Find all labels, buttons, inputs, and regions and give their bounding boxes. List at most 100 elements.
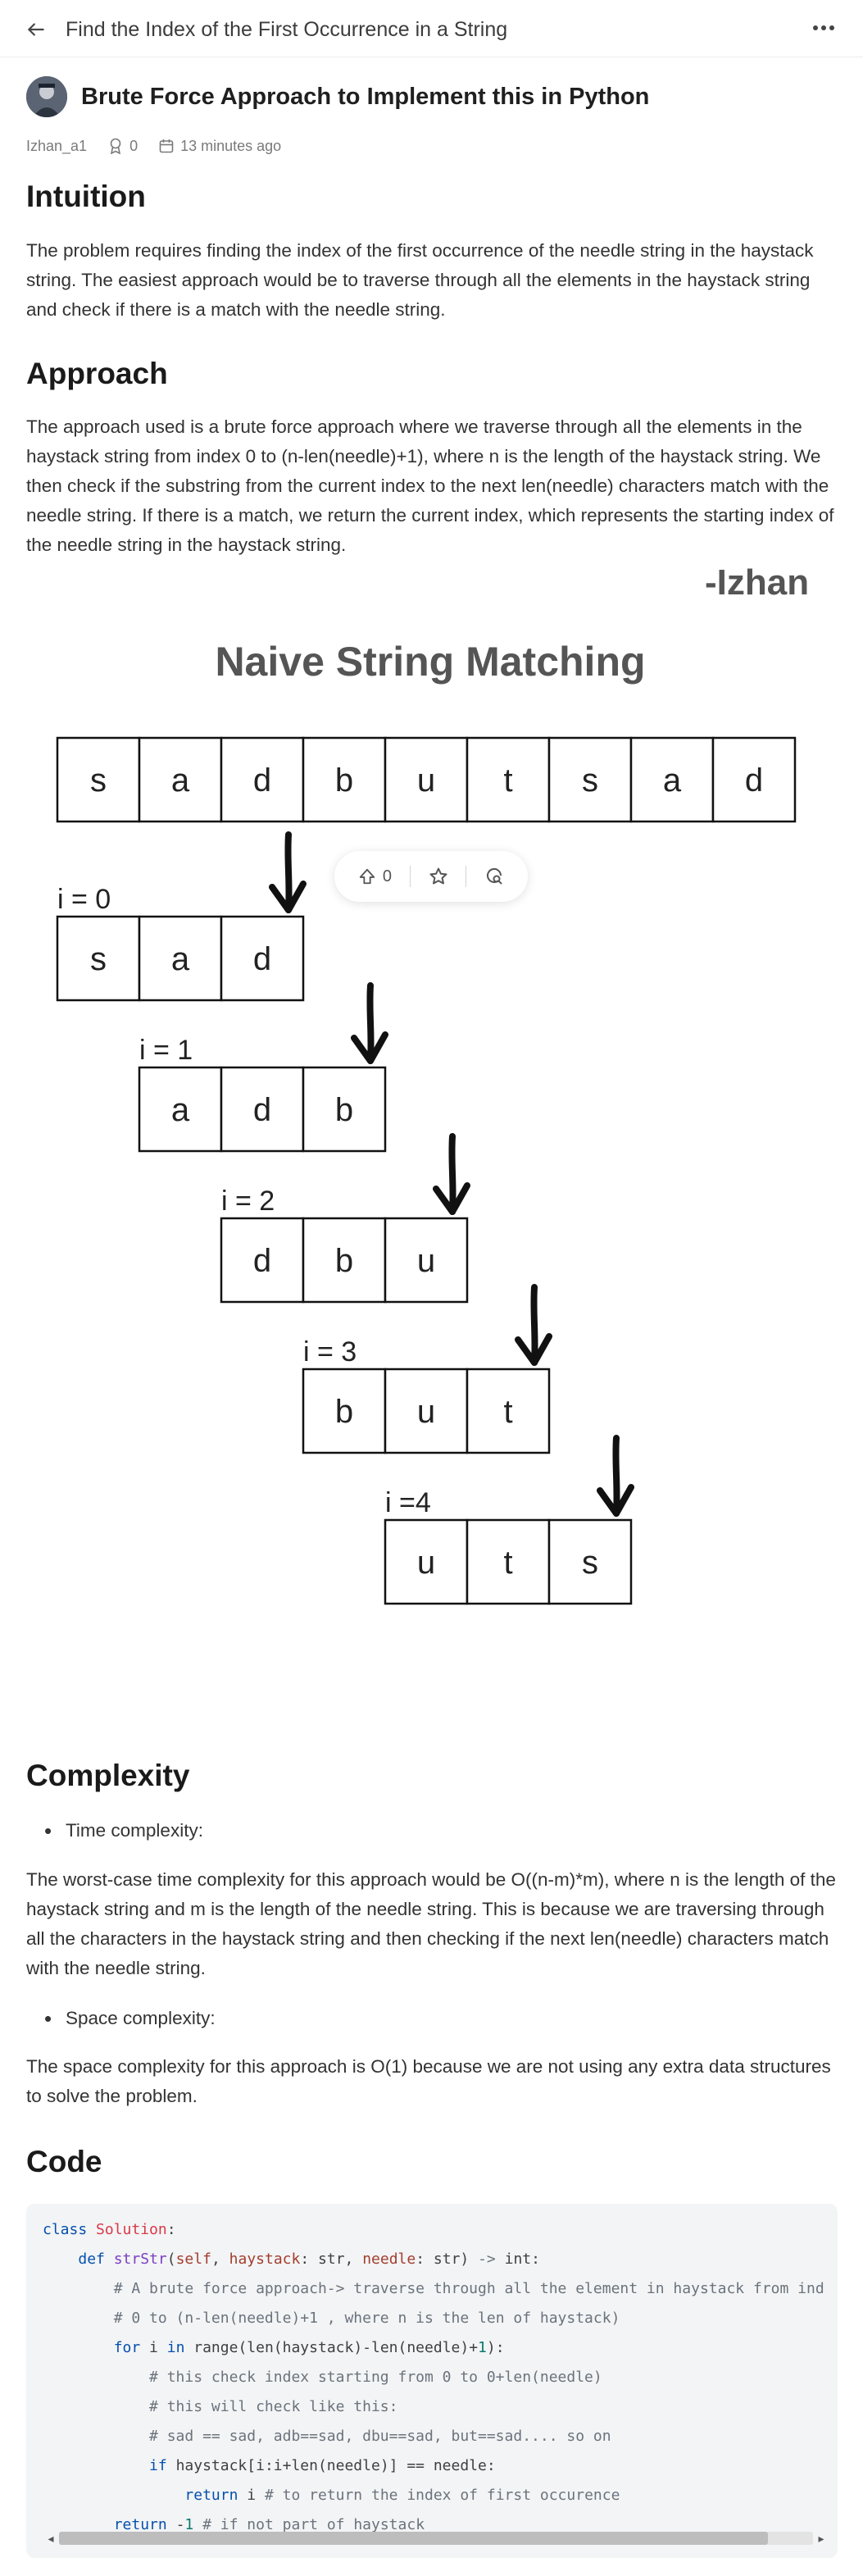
window-2-cell-1-box [302, 1217, 387, 1304]
post-meta: Izhan_a1 0 13 minutes ago [26, 136, 281, 156]
upvote-count: 0 [382, 867, 392, 885]
post-title: Brute Force Approach to Implement this i… [81, 84, 650, 110]
window-4-cell-0-box [384, 1518, 469, 1605]
window-3-cell-2-char: t [503, 1394, 512, 1430]
approach-heading: Approach [26, 357, 168, 390]
window-3-cell-0-char: b [335, 1394, 353, 1430]
haystack-cell-8-box [711, 736, 797, 823]
window-2-cell-0-char: d [253, 1243, 271, 1279]
comment-search-icon [487, 868, 502, 885]
window-4-cell-2-box [547, 1518, 633, 1605]
favorite-button[interactable] [429, 867, 448, 886]
more-horizontal-icon [813, 25, 834, 30]
haystack-cell-7-char: a [663, 762, 682, 799]
code-content: class Solution: def strStr(self, haystac… [43, 2221, 824, 2533]
approach-text: The approach used is a brute force appro… [26, 416, 834, 555]
haystack-cell-6-box [547, 736, 633, 823]
haystack-cell-4-char: u [417, 762, 435, 799]
time-complexity-label: Time complexity: [44, 1816, 203, 1846]
window-label-4: i =4 [385, 1487, 431, 1518]
window-2-cell-2-box [384, 1217, 469, 1304]
window-3-cell-1-box [384, 1368, 469, 1454]
scroll-left-arrow-icon[interactable]: ◂ [48, 2531, 54, 2545]
window-0-cell-1-char: a [171, 941, 190, 977]
complexity-heading: Complexity [26, 1759, 190, 1792]
window-1-cell-0-char: a [171, 1092, 190, 1128]
time-complexity-text: The worst-case time complexity for this … [26, 1869, 836, 1978]
window-label-0: i = 0 [57, 884, 111, 915]
more-options-button[interactable] [807, 15, 840, 41]
window-2-cell-1-char: b [335, 1243, 353, 1279]
arrow-head-1 [351, 1031, 388, 1064]
intuition-text: The problem requires finding the index o… [26, 240, 814, 320]
figure-diagram: s a d b u t s a d i = 0 s a d i = 1 a d b i = 2 d b u i = 3 b u… [56, 736, 797, 1605]
window-3-cell-2-box [466, 1368, 551, 1454]
problem-title: Find the Index of the First Occurrence i… [66, 18, 508, 41]
time-complexity-bullet: Time complexity: [44, 1816, 203, 1846]
arrow-head-4 [597, 1484, 634, 1517]
haystack-cell-5-box [466, 736, 551, 823]
window-0-cell-2-box [220, 915, 305, 1002]
window-3-cell-0-box [302, 1368, 387, 1454]
space-complexity-text: The space complexity for this approach i… [26, 2056, 831, 2106]
star-icon [429, 867, 447, 885]
window-1-cell-1-box [220, 1066, 305, 1153]
space-complexity-label: Space complexity: [44, 2004, 216, 2033]
window-1-cell-2-char: b [335, 1092, 353, 1128]
reputation-icon [108, 138, 123, 154]
arrow-left-icon [28, 23, 44, 36]
signature: -Izhan [705, 562, 810, 603]
calendar-icon [159, 139, 174, 153]
space-complexity-bullet: Space complexity: [44, 2004, 216, 2033]
reaction-bar: 0 [334, 851, 528, 902]
divider [409, 866, 411, 887]
scroll-right-arrow-icon[interactable]: ▸ [818, 2531, 824, 2545]
figure-title: Naive String Matching [215, 639, 646, 685]
arrow-shaft-4 [612, 1435, 620, 1517]
window-label-1: i = 1 [139, 1035, 193, 1066]
haystack-cell-1-char: a [171, 762, 190, 799]
haystack-cell-4-box [384, 736, 469, 823]
haystack-cell-8-char: d [745, 762, 763, 799]
window-4-cell-1-char: t [503, 1545, 512, 1581]
scroll-thumb[interactable] [59, 2532, 768, 2545]
arrow-head-2 [433, 1182, 470, 1215]
code-block[interactable]: class Solution: def strStr(self, haystac… [26, 2204, 838, 2558]
window-1-cell-2-box [302, 1066, 387, 1153]
upvote-icon [359, 868, 375, 885]
haystack-cell-0-char: s [90, 762, 107, 799]
reputation-count: 0 [129, 137, 139, 154]
horizontal-scrollbar[interactable]: ◂ ▸ [43, 2530, 829, 2546]
window-0-cell-2-char: d [253, 941, 271, 977]
avatar-image-icon [26, 76, 67, 117]
window-3-cell-1-char: u [417, 1394, 435, 1430]
haystack-cell-3-char: b [335, 762, 353, 799]
window-1-cell-1-char: d [253, 1092, 271, 1128]
scroll-track[interactable] [59, 2532, 813, 2545]
haystack-cell-3-box [302, 736, 387, 823]
avatar[interactable] [26, 76, 67, 117]
window-4-cell-0-char: u [417, 1545, 435, 1581]
back-button[interactable] [23, 16, 49, 43]
comment-button[interactable] [484, 867, 504, 886]
window-0-cell-0-char: s [90, 941, 107, 977]
window-2-cell-2-char: u [417, 1243, 435, 1279]
top-bar: Find the Index of the First Occurrence i… [0, 0, 863, 57]
code-heading: Code [26, 2145, 102, 2178]
haystack-cell-5-char: t [503, 762, 512, 799]
window-0-cell-1-box [138, 915, 223, 1002]
post-time: 13 minutes ago [180, 137, 282, 154]
window-4-cell-1-box [466, 1518, 551, 1605]
window-label-3: i = 3 [303, 1336, 357, 1368]
haystack-cell-7-box [629, 736, 715, 823]
window-label-2: i = 2 [221, 1186, 275, 1217]
intuition-heading: Intuition [26, 180, 146, 213]
haystack-cell-6-char: s [582, 762, 598, 799]
author-name[interactable]: Izhan_a1 [26, 137, 88, 154]
upvote-button[interactable]: 0 [358, 867, 392, 886]
haystack-cell-2-char: d [253, 762, 271, 799]
arrow-head-0 [269, 881, 307, 913]
window-4-cell-2-char: s [582, 1545, 598, 1581]
haystack-cell-1-box [138, 736, 223, 823]
